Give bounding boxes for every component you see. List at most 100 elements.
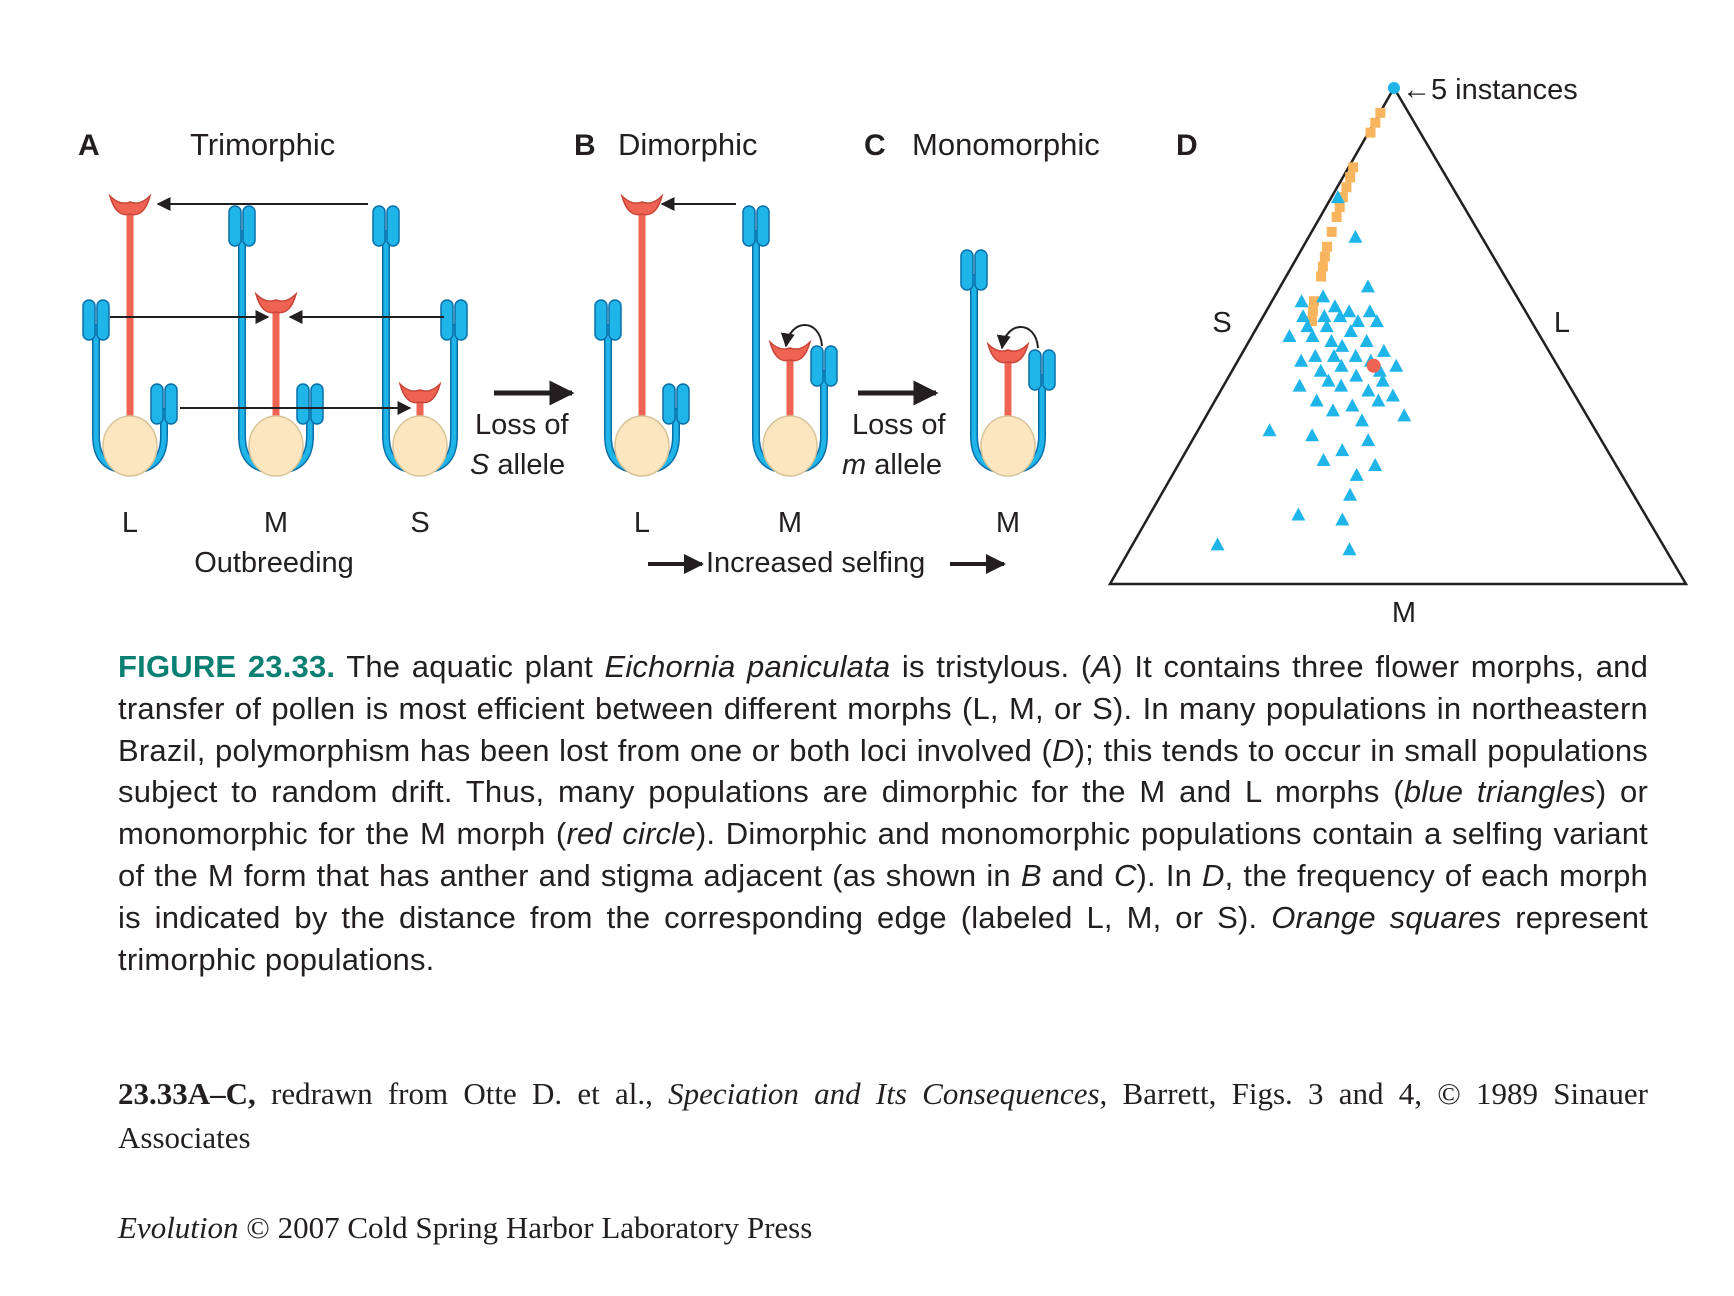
morph-label-a-l: L: [122, 507, 138, 539]
caption-ref: D: [1052, 732, 1075, 768]
stigma: [108, 193, 152, 216]
anther-lobe: [96, 299, 110, 341]
anther-right: [662, 383, 690, 425]
trimorphic-point: [1331, 211, 1342, 222]
flower-b-m: [742, 205, 838, 477]
dimorphic-point: [1326, 348, 1341, 362]
anther-lobe: [310, 383, 324, 425]
anther-right: [1028, 349, 1056, 391]
monomorphic-point: [1366, 358, 1381, 373]
copyright-book: Evolution: [118, 1210, 239, 1245]
stigma: [254, 291, 298, 314]
ovary: [980, 415, 1036, 477]
trimorphic-point: [1306, 316, 1317, 327]
dimorphic-point: [1334, 378, 1349, 392]
anther-lobe: [1028, 349, 1042, 391]
dimorphic-point: [1308, 348, 1323, 362]
anther-lobe: [150, 383, 164, 425]
dimorphic-point: [1316, 289, 1331, 303]
increased-selfing: Increased selfing: [648, 547, 1006, 579]
panel-d-letter: D: [1176, 129, 1198, 162]
caption-text: is tristylous. (: [890, 649, 1092, 684]
trimorphic-point: [1319, 251, 1330, 262]
ovary: [248, 415, 304, 477]
dimorphic-point: [1296, 309, 1311, 323]
dimorphic-point: [1309, 393, 1324, 407]
anther-lobe: [960, 249, 974, 291]
anther-right: [296, 383, 324, 425]
credit-book-title: Speciation and Its Consequences: [668, 1076, 1100, 1111]
dimorphic-point: [1368, 457, 1383, 471]
loss-m-line1: Loss of: [852, 409, 946, 441]
trimorphic-point: [1348, 162, 1359, 173]
dimorphic-point: [1335, 512, 1350, 526]
dimorphic-point: [1375, 373, 1390, 387]
dimorphic-point: [1361, 433, 1376, 447]
anther-right: [810, 345, 838, 387]
figure-caption: FIGURE 23.33. The aquatic plant Eichorni…: [118, 646, 1648, 980]
dimorphic-point: [1291, 507, 1306, 521]
ovary: [614, 415, 670, 477]
pollen-transfer-arrows: [110, 197, 1039, 415]
anther-lobe: [676, 383, 690, 425]
five-instances-annotation: ←5 instances: [1402, 74, 1578, 106]
trimorphic-point: [1316, 271, 1327, 282]
dimorphic-point: [1330, 190, 1345, 204]
flower-a-m: [228, 205, 324, 477]
anther-lobe: [742, 205, 756, 247]
stigma: [768, 339, 812, 362]
caption-text: ) It contains three flower morphs, and t…: [118, 649, 1649, 768]
anther-left: [960, 249, 988, 291]
anther-lobe: [296, 383, 310, 425]
anther-right: [150, 383, 178, 425]
ovary: [762, 415, 818, 477]
morph-label-b-l: L: [634, 507, 650, 539]
caption-ref: D: [1202, 857, 1225, 893]
dimorphic-point: [1343, 324, 1358, 338]
edge-label-l: L: [1554, 307, 1570, 339]
anther-lobe: [454, 299, 468, 341]
dimorphic-point: [1294, 294, 1309, 308]
panel-a-letter: A: [78, 129, 100, 162]
dimorphic-point: [1327, 299, 1342, 313]
ternary-plot: S L M ←5 instances: [1107, 74, 1689, 629]
dimorphic-point: [1376, 343, 1391, 357]
dimorphic-point: [1321, 373, 1336, 387]
dimorphic-point: [1389, 358, 1404, 372]
transition-loss-s: Loss of S allele: [470, 380, 575, 481]
dimorphic-point: [1305, 329, 1320, 342]
trimorphic-point: [1375, 107, 1386, 118]
trimorphic-point: [1317, 261, 1328, 272]
dimorphic-point: [1294, 353, 1309, 367]
trimorphic-point: [1334, 202, 1345, 213]
trimorphic-point: [1307, 306, 1318, 317]
anther-lobe: [824, 345, 838, 387]
dimorphic-point: [1282, 329, 1297, 342]
trimorphic-point: [1345, 172, 1356, 183]
self-pollination-arrow-c: [996, 326, 1039, 350]
anther-left: [228, 205, 256, 247]
ovary: [392, 415, 448, 477]
caption-text: ). Dimorphic and monomorphic populations…: [118, 816, 1648, 893]
anther-left: [82, 299, 110, 341]
anther-lobe: [810, 345, 824, 387]
flower-c-m: [960, 249, 1056, 477]
caption-ref: B: [1020, 857, 1042, 893]
anther-lobe: [662, 383, 676, 425]
anther-lobe: [228, 205, 242, 247]
caption-ref: C: [1113, 857, 1137, 893]
caption-ref: Orange squares: [1271, 899, 1502, 935]
dimorphic-point: [1360, 279, 1375, 293]
dimorphic-point: [1342, 542, 1357, 556]
caption-ref: A: [1091, 649, 1113, 684]
anther-lobe: [1042, 349, 1056, 391]
copyright-line: Evolution © 2007 Cold Spring Harbor Labo…: [118, 1208, 1318, 1248]
trimorphic-point: [1337, 192, 1348, 203]
dimorphic-point: [1210, 537, 1225, 551]
dimorphic-point: [1335, 338, 1350, 352]
flower-a-s: [372, 205, 468, 477]
increased-selfing-label: Increased selfing: [706, 547, 925, 579]
anther-lobe: [594, 299, 608, 341]
dimorphic-point: [1385, 388, 1400, 402]
dimorphic-point: [1369, 314, 1384, 328]
